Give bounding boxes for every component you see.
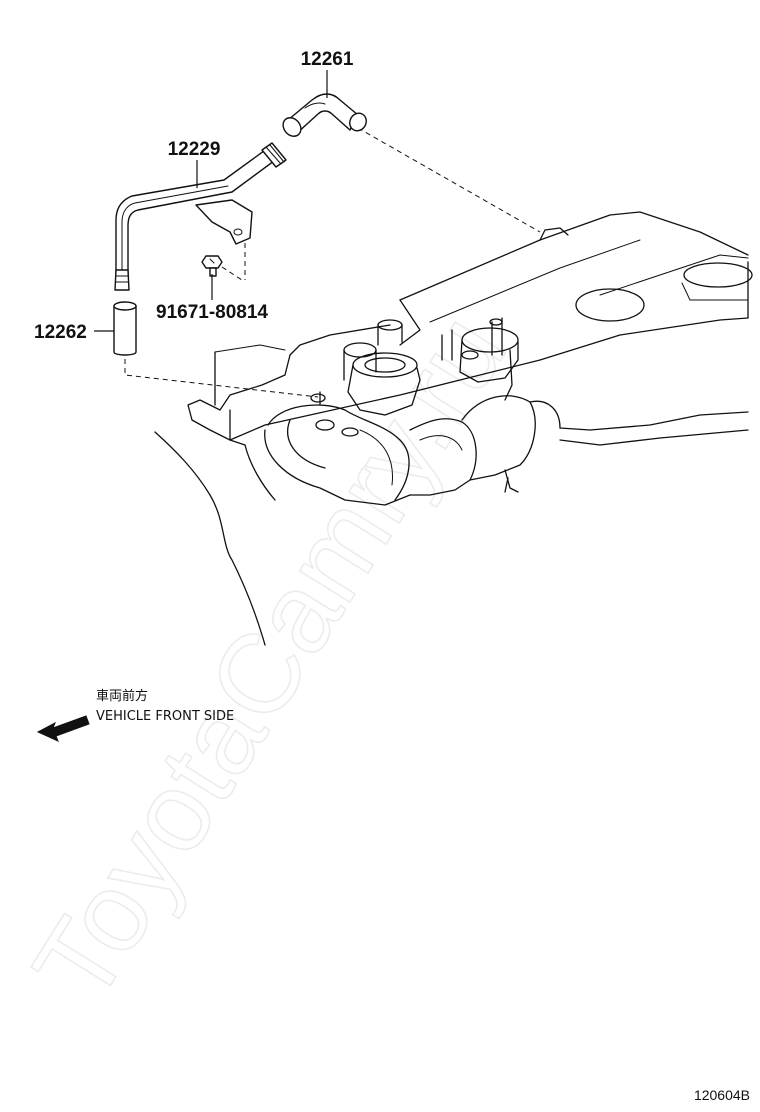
arrow-left-icon bbox=[36, 715, 90, 742]
part-bolt-91671-80814 bbox=[201, 255, 223, 277]
engine-assembly bbox=[154, 211, 753, 646]
leader-lines bbox=[94, 70, 328, 332]
alignment-lines bbox=[124, 127, 541, 398]
part-labels: 12261 12229 91671-80814 12262 bbox=[34, 49, 354, 343]
vehicle-front-indicator: 車両前方 VEHICLE FRONT SIDE bbox=[36, 688, 234, 742]
watermark-text: ToyotaCamry.ru bbox=[9, 293, 529, 1023]
watermark: ToyotaCamry.ru bbox=[9, 292, 531, 1023]
part-label-12261: 12261 bbox=[301, 49, 354, 70]
direction-note-japanese: 車両前方 bbox=[96, 688, 148, 704]
part-hose-12262 bbox=[113, 301, 137, 356]
diagram-code: 120604B bbox=[694, 1087, 750, 1103]
part-label-12229: 12229 bbox=[168, 139, 221, 160]
part-pipe-12229 bbox=[114, 142, 287, 291]
direction-note-english: VEHICLE FRONT SIDE bbox=[96, 709, 234, 724]
part-label-91671-80814: 91671-80814 bbox=[156, 302, 268, 323]
part-hose-12261 bbox=[282, 93, 367, 137]
part-label-12262: 12262 bbox=[34, 322, 87, 343]
